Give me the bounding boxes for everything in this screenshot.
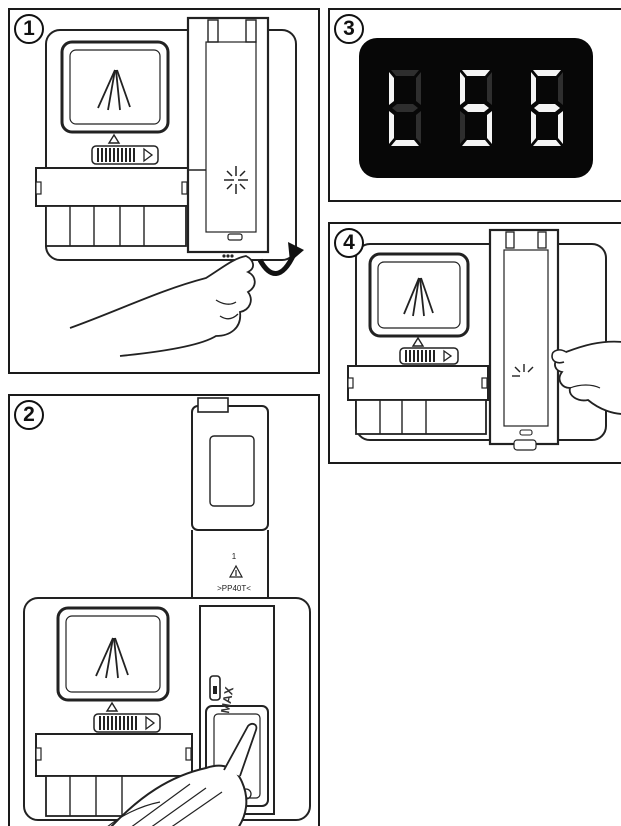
step-number: 2 bbox=[14, 400, 44, 430]
segment-c bbox=[558, 111, 563, 144]
segment-f bbox=[531, 72, 536, 105]
material-code: >PP40T< bbox=[208, 584, 260, 593]
segment-g bbox=[463, 104, 489, 112]
segment-b bbox=[416, 72, 421, 105]
recycle-icon bbox=[230, 566, 242, 577]
segment-a bbox=[391, 70, 419, 76]
dispenser-illustration bbox=[10, 10, 320, 374]
step-2-panel: 2 bbox=[8, 394, 320, 826]
digit-1 bbox=[383, 68, 427, 148]
step-number: 3 bbox=[334, 14, 364, 44]
segment-g bbox=[392, 104, 418, 112]
dispenser-refill-illustration bbox=[10, 396, 320, 826]
segment-f bbox=[389, 72, 394, 105]
digit-2 bbox=[454, 68, 498, 148]
step-1-panel: 1 bbox=[8, 8, 320, 374]
digit-3 bbox=[525, 68, 569, 148]
segment-d bbox=[533, 140, 561, 146]
dispenser-press-illustration bbox=[330, 224, 621, 464]
segment-a bbox=[462, 70, 490, 76]
segment-f bbox=[460, 72, 465, 105]
segment-d bbox=[462, 140, 490, 146]
step-4-panel: 4 bbox=[328, 222, 621, 464]
recycle-number: 1 bbox=[226, 552, 242, 561]
segment-b bbox=[558, 72, 563, 105]
step-number: 1 bbox=[14, 14, 44, 44]
seven-segment-display: LS6 bbox=[359, 38, 593, 178]
segment-e bbox=[460, 111, 465, 144]
segment-d bbox=[391, 140, 419, 146]
segment-c bbox=[487, 111, 492, 144]
segment-c bbox=[416, 111, 421, 144]
segment-e bbox=[531, 111, 536, 144]
segment-a bbox=[533, 70, 561, 76]
segment-g bbox=[534, 104, 560, 112]
step-number: 4 bbox=[334, 228, 364, 258]
segment-b bbox=[487, 72, 492, 105]
segment-e bbox=[389, 111, 394, 144]
